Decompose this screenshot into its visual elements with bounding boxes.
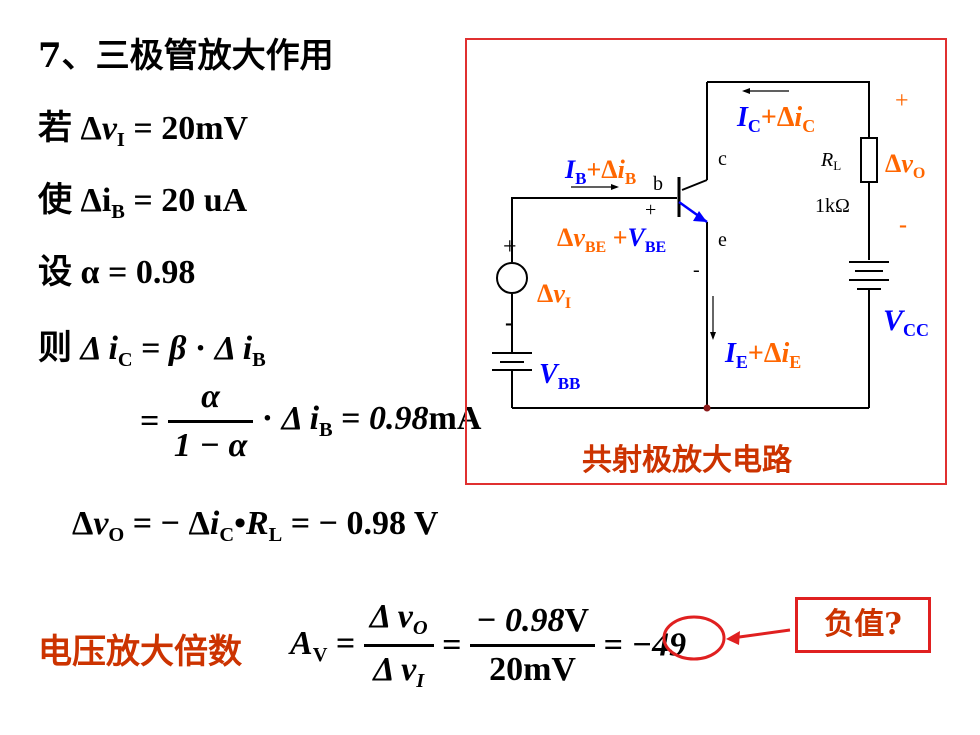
vo-plus-sign: + [895, 88, 909, 114]
heading: 7、三极管放大作用 [38, 36, 334, 76]
junction-dot [703, 404, 711, 412]
fraction-numerator: Δ vO [363, 598, 434, 648]
delta-symbol: Δ [72, 505, 94, 542]
line-she: 设 α = 0.98 [38, 244, 195, 293]
vbe-plus-sign: + [645, 199, 656, 221]
alpha-value: α = 0.98 [80, 254, 196, 291]
dot: · [261, 400, 274, 438]
emitter-arrow [693, 211, 707, 222]
sub-O: O [108, 524, 125, 547]
delta-ib: Δ i [281, 400, 320, 438]
vcc-label: VCC [883, 304, 929, 340]
fraction-numerator: − 0.98V [469, 602, 596, 648]
base-wire [511, 197, 677, 262]
sub-C: C [219, 524, 235, 547]
var-i: i [101, 182, 112, 219]
line-ze: 则 Δ iC = β · Δ iB [38, 320, 266, 372]
fraction-denominator: 1 − α [173, 427, 248, 464]
delta-ic: Δ i [80, 330, 118, 367]
line-ruo: 若 ΔvI = 20mV [38, 100, 248, 152]
pin-b-label: b [653, 173, 663, 195]
sub-C: C [117, 349, 133, 372]
rl-label: RL [820, 149, 841, 173]
collector-tab [681, 179, 708, 191]
equals-minus-delta: = − Δ [124, 505, 210, 542]
fraction-denominator: 20mV [489, 651, 576, 689]
line-ruo-value: = 20mV [133, 110, 249, 147]
callout-arrow [731, 628, 791, 640]
equals: = [442, 626, 462, 664]
ie-label: IE+ΔiE [724, 338, 801, 372]
equals: = [132, 330, 169, 367]
source-minus-sign: - [505, 310, 513, 336]
equals: = [603, 626, 623, 664]
vo-minus-sign: - [899, 212, 907, 238]
ic-unit: mA [428, 400, 482, 438]
ib-arrow-head [611, 184, 619, 190]
circuit-panel: IC+ΔiC IB+ΔiB b c e + - ΔvBE +VBE + - Δv… [465, 38, 947, 485]
delta-symbol: Δ [80, 110, 102, 147]
line-shi-prefix: 使 [38, 182, 72, 219]
line-vo: ΔvO = − ΔiC•RL = − 0.98 V [72, 505, 438, 547]
gain-result: −49 [631, 626, 687, 664]
load-resistor [860, 137, 878, 183]
gain-equation: AV = Δ vO Δ vI = − 0.98V 20mV = −49 [290, 598, 686, 693]
collector-wire [707, 81, 870, 138]
line-shi-value: = 20 uA [133, 182, 248, 219]
sub-B: B [111, 201, 125, 224]
pin-e-label: e [718, 229, 727, 251]
line-ze-prefix: 则 [38, 330, 72, 367]
pin-c-label: c [718, 148, 727, 170]
vbe-minus-sign: - [693, 259, 700, 281]
equals: = [335, 624, 356, 662]
gain-fraction-2: − 0.98V 20mV [469, 602, 596, 689]
negative-value-callout: 负值? [795, 597, 931, 653]
alpha-fraction: α 1 − α [167, 378, 254, 465]
circuit-caption: 共射极放大电路 [582, 443, 793, 478]
ac-source [496, 262, 528, 294]
vo-value: = − 0.98 V [282, 505, 439, 542]
vbb-label: VBB [539, 359, 580, 393]
ic-arrow-head [742, 88, 750, 94]
beta-symbol: β [169, 330, 187, 367]
line-she-prefix: 设 [38, 254, 72, 291]
rl-value: 1kΩ [815, 195, 850, 217]
delta-symbol: Δ [80, 182, 102, 219]
var-R: R [245, 505, 269, 542]
sub-V: V [312, 643, 328, 666]
delta-ib: Δ i [214, 330, 253, 367]
sub-B: B [319, 419, 333, 442]
gain-fraction-1: Δ vO Δ vI [363, 598, 434, 693]
equals: = [332, 400, 370, 438]
bullet: • [234, 505, 246, 542]
gain-label: 电压放大倍数 [38, 632, 242, 672]
line-shi: 使 ΔiB = 20 uA [38, 172, 247, 224]
result-highlight [662, 615, 791, 661]
dot: · [186, 330, 215, 367]
var-A: A [290, 624, 313, 662]
ic-label: IC+ΔiC [736, 102, 815, 136]
ib-label: IB+ΔiB [564, 155, 636, 188]
ie-arrow-head [710, 332, 716, 340]
var-v: v [101, 110, 117, 147]
vi-label: ΔvI [537, 279, 571, 312]
result-circle [662, 615, 726, 661]
equals: = [140, 402, 160, 440]
fraction-denominator: Δ vI [373, 651, 425, 693]
circuit-diagram: IC+ΔiC IB+ΔiB b c e + - ΔvBE +VBE + - Δv… [492, 81, 929, 478]
fraction-numerator: α [167, 378, 254, 423]
source-plus-sign: + [503, 234, 517, 260]
arrow-head [726, 631, 740, 645]
vbe-label: ΔvBE +VBE [557, 223, 666, 256]
line-frac: = α 1 − α · Δ iB = 0.98mA [140, 378, 481, 465]
ic-value: 0.98 [369, 400, 429, 438]
vo-label: ΔvO [885, 149, 925, 182]
sub-B: B [252, 349, 266, 372]
sub-L: L [268, 524, 283, 547]
var-i: i [209, 505, 220, 542]
line-ruo-prefix: 若 [38, 110, 72, 147]
var-v: v [93, 505, 109, 542]
sub-I: I [116, 129, 125, 152]
